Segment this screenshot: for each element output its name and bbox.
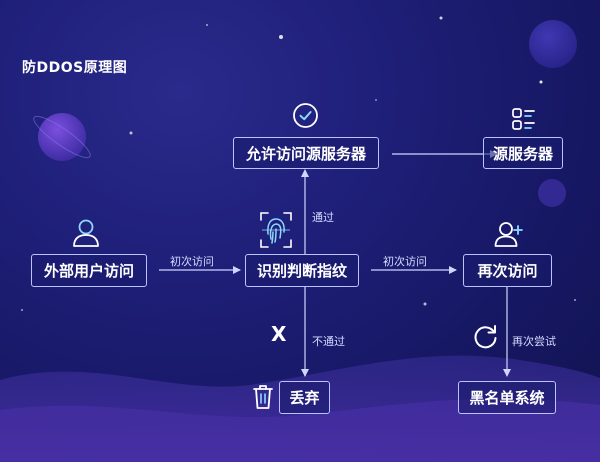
node-allow-access: 允许访问源服务器 [233, 137, 379, 169]
edge-label-retry: 再次尝试 [512, 335, 556, 348]
diagram-title: 防DDOS原理图 [22, 60, 128, 76]
list-grid-icon [512, 108, 535, 130]
edge-label-first-visit: 初次访问 [383, 255, 427, 268]
x-mark-icon: X [271, 322, 287, 346]
node-discard: 丢弃 [279, 381, 330, 414]
trash-icon [253, 385, 273, 409]
edge-label-pass: 通过 [312, 211, 334, 224]
node-external-user: 外部用户访问 [31, 254, 147, 287]
refresh-icon [474, 325, 497, 349]
edge-label-fail: 不通过 [312, 335, 345, 348]
edge-label-first-visit: 初次访问 [170, 255, 214, 268]
check-circle-icon [293, 103, 318, 128]
user-add-icon [494, 222, 523, 247]
node-fingerprint-check: 识别判断指纹 [245, 254, 359, 287]
node-origin-server: 源服务器 [483, 137, 563, 169]
user-icon [73, 219, 99, 247]
fingerprint-icon [260, 212, 292, 248]
planet-decoration [38, 113, 86, 161]
node-blacklist: 黑名单系统 [458, 381, 556, 414]
node-revisit: 再次访问 [463, 254, 552, 287]
